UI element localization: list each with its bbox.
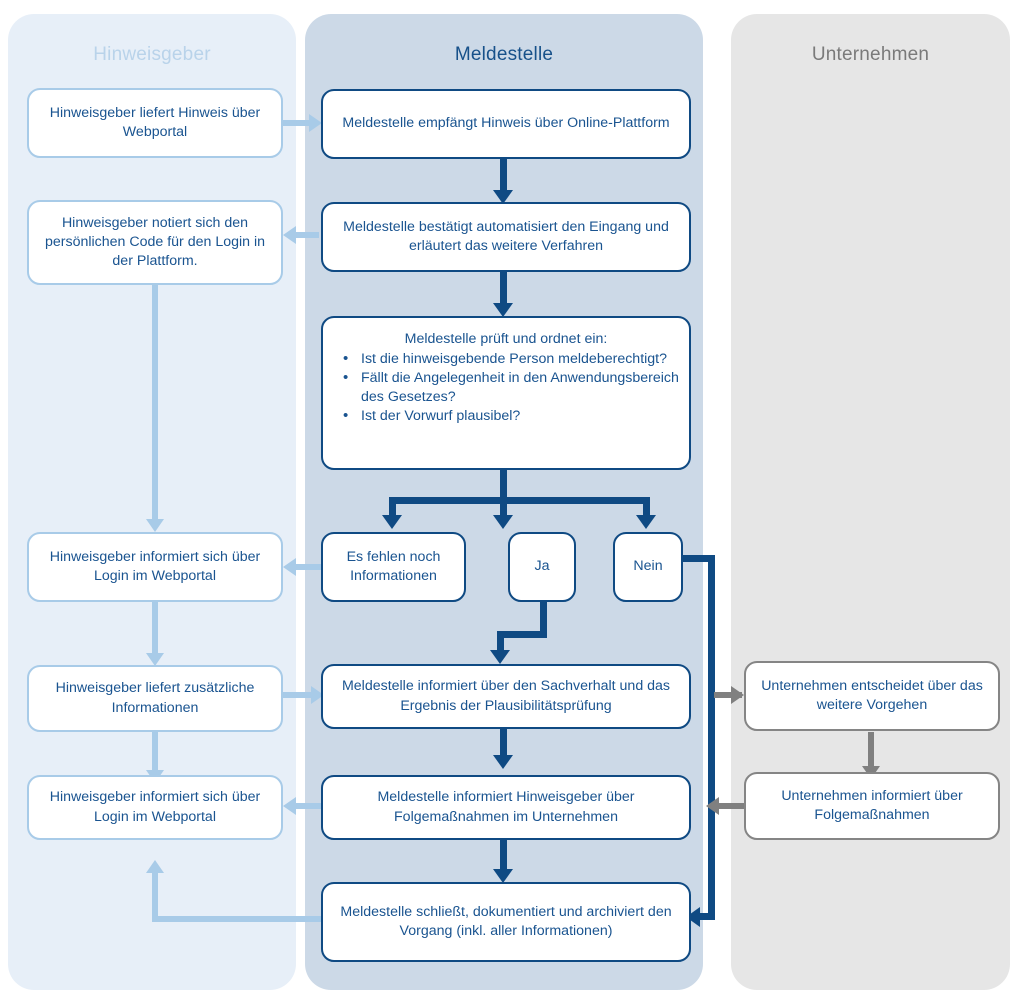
arrowhead-ms2-to-hg2 [283, 226, 296, 244]
connector-nein-down [708, 555, 715, 920]
decision-bullet: Fällt die Angelegenheit in den Anwendung… [335, 368, 681, 407]
connector-branch-left [389, 497, 396, 519]
node-unternehmen-informiert-folgemassnahmen[interactable]: Unternehmen informiert über Folgemaßnahm… [744, 772, 1000, 840]
connector-ms2-to-ms3 [500, 272, 507, 308]
node-label: Meldestelle schließt, dokumentiert und a… [340, 903, 672, 939]
arrowhead-hg2-to-hg3 [146, 519, 164, 532]
arrowhead-ms-folge-to-hg5 [283, 797, 296, 815]
arrowhead-un-to-ms-folge [706, 797, 719, 815]
node-meldestelle-branch-fehlen-informationen[interactable]: Es fehlen noch Informationen [321, 532, 466, 602]
connector-hg4-to-hg5 [152, 732, 158, 774]
connector-folge-to-schliesst [500, 840, 507, 873]
node-label: Hinweisgeber liefert Hinweis über Webpor… [49, 104, 261, 140]
arrowhead-branch-left [382, 515, 402, 529]
connector-sachverhalt-to-folge [500, 729, 507, 759]
connector-branch-mid [500, 497, 507, 519]
connector-ms-schliesst-to-hg5-vertical [152, 872, 158, 922]
node-hinweisgeber-liefert-hinweis[interactable]: Hinweisgeber liefert Hinweis über Webpor… [27, 88, 283, 158]
connector-hg2-to-hg3 [152, 283, 158, 523]
node-hinweisgeber-informiert-login-2[interactable]: Hinweisgeber informiert sich über Login … [27, 775, 283, 840]
connector-nein-left [700, 913, 715, 920]
node-label: Hinweisgeber liefert zusätzliche Informa… [55, 680, 255, 716]
arrowhead-ms-schliesst-to-hg5 [146, 860, 164, 873]
node-unternehmen-entscheidet[interactable]: Unternehmen entscheidet über das weitere… [744, 661, 1000, 731]
connector-nein-right [683, 555, 715, 562]
node-meldestelle-prueft-ordnet-ein[interactable]: Meldestelle prüft und ordnet ein: Ist di… [321, 316, 691, 470]
node-meldestelle-branch-nein[interactable]: Nein [613, 532, 683, 602]
connector-ms-to-un-entscheidet [714, 692, 742, 698]
node-meldestelle-informiert-folgemassnahmen[interactable]: Meldestelle informiert Hinweisgeber über… [321, 775, 691, 840]
node-label: Meldestelle informiert Hinweisgeber über… [377, 789, 635, 825]
arrowhead-branch-right [636, 515, 656, 529]
connector-ja-down [540, 602, 547, 638]
node-hinweisgeber-notiert-code[interactable]: Hinweisgeber notiert sich den persönlich… [27, 200, 283, 285]
node-hinweisgeber-informiert-login-1[interactable]: Hinweisgeber informiert sich über Login … [27, 532, 283, 602]
swimlane-title-meldestelle: Meldestelle [454, 44, 554, 65]
node-meldestelle-informiert-sachverhalt[interactable]: Meldestelle informiert über den Sachverh… [321, 664, 691, 729]
node-label: Hinweisgeber informiert sich über Login … [49, 548, 261, 584]
arrowhead-branch-mid [493, 515, 513, 529]
decision-bullet: Ist die hinweisgebende Person meldeberec… [335, 349, 681, 369]
arrowhead-ja-to-sachverhalt [490, 650, 510, 664]
swimlane-unternehmen: Unternehmen [731, 14, 1010, 990]
arrowhead-hg1-to-ms1 [309, 114, 322, 132]
node-label: Hinweisgeber informiert sich über Login … [49, 789, 261, 825]
arrowhead-hg4-to-ms-sachverhalt [311, 686, 324, 704]
connector-hg1-to-ms1 [283, 120, 313, 126]
connector-ms1-to-ms2 [500, 159, 507, 195]
arrowhead-ms1-to-ms2 [493, 190, 513, 204]
node-meldestelle-bestaetigt-eingang[interactable]: Meldestelle bestätigt automatisiert den … [321, 202, 691, 272]
arrowhead-ms-to-un-entscheidet [731, 686, 744, 704]
arrowhead-ms2-to-ms3 [493, 303, 513, 317]
connector-un-entscheidet-to-informiert [868, 732, 874, 770]
node-meldestelle-branch-ja[interactable]: Ja [508, 532, 576, 602]
connector-branch-right [643, 497, 650, 519]
node-label: Meldestelle empfängt Hinweis über Online… [342, 115, 670, 132]
arrowhead-fehlen-to-hg3 [283, 558, 296, 576]
node-label: Unternehmen entscheidet über das weitere… [761, 677, 983, 713]
node-meldestelle-empfaengt-hinweis[interactable]: Meldestelle empfängt Hinweis über Online… [321, 89, 691, 159]
node-label: Ja [534, 558, 550, 575]
node-hinweisgeber-liefert-zusaetzliche-informationen[interactable]: Hinweisgeber liefert zusätzliche Informa… [27, 665, 283, 732]
swimlane-title-unternehmen: Unternehmen [811, 44, 930, 65]
connector-decision-stem [500, 470, 507, 500]
node-label: Meldestelle informiert über den Sachverh… [341, 678, 671, 714]
decision-bullet-list: Ist die hinweisgebende Person meldeberec… [331, 349, 681, 426]
node-label: Nein [633, 558, 663, 575]
connector-fehlen-to-hg3 [289, 564, 321, 570]
node-label: Meldestelle bestätigt automatisiert den … [343, 218, 669, 254]
connector-ms2-to-hg2 [289, 232, 319, 238]
decision-heading: Meldestelle prüft und ordnet ein: [404, 331, 608, 347]
node-label: Hinweisgeber notiert sich den persönlich… [44, 214, 266, 270]
node-label: Es fehlen noch Informationen [346, 548, 441, 584]
connector-un-to-ms-folge [718, 803, 750, 809]
connector-hg3-to-hg4 [152, 602, 158, 657]
connector-ja-to-sachverhalt [497, 631, 504, 655]
node-label: Unternehmen informiert über Folgemaßnahm… [781, 787, 963, 823]
connector-ja-jog [497, 631, 547, 638]
connector-hg4-to-ms-sachverhalt [283, 692, 319, 698]
connector-ms-schliesst-to-hg5-horizontal [158, 916, 321, 922]
swimlane-title-hinweisgeber: Hinweisgeber [93, 44, 211, 65]
arrowhead-folge-to-schliesst [493, 869, 513, 883]
arrowhead-sachverhalt-to-folge [493, 755, 513, 769]
arrowhead-hg3-to-hg4 [146, 653, 164, 666]
connector-ms-folge-to-hg5 [289, 803, 321, 809]
node-meldestelle-schliesst-archiviert[interactable]: Meldestelle schließt, dokumentiert und a… [321, 882, 691, 962]
connector-decision-bus [392, 497, 650, 504]
decision-bullet: Ist der Vorwurf plausibel? [335, 406, 681, 426]
